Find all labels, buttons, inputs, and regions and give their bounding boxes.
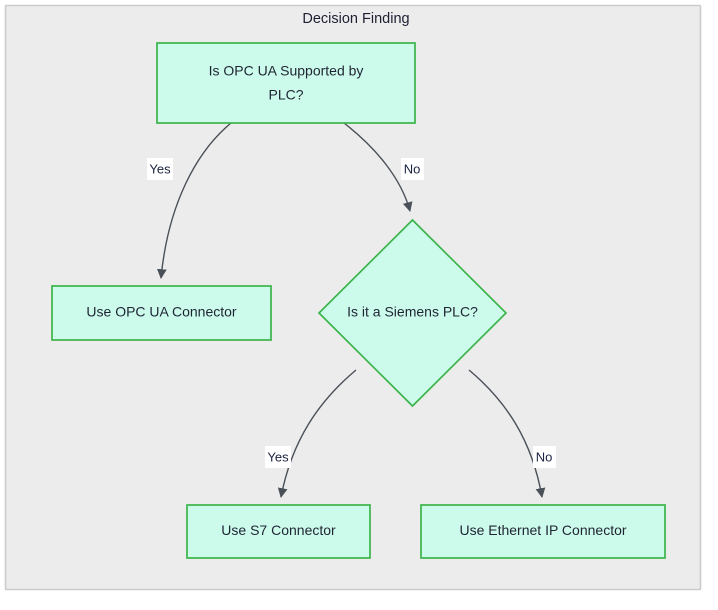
edge-label-bg-no-siemens [401, 158, 424, 180]
edge-label-no-siemens: No [404, 161, 421, 176]
edge-path-no-ethernetip [468, 369, 546, 498]
edge-label-bg-yes-s7 [265, 446, 291, 468]
edge-yes-s7: Yes [265, 369, 357, 498]
node-use-ethernet-ip-connector[interactable]: Use Ethernet IP Connector [420, 504, 666, 559]
edge-label-yes-opcua: Yes [149, 161, 171, 176]
edge-yes-opcua: Yes [147, 122, 232, 279]
node-label-opcua-question-line2: PLC? [268, 87, 303, 103]
node-rect-use-ethernetip[interactable] [420, 504, 666, 559]
node-rect-use-s7[interactable] [186, 504, 371, 559]
edge-label-yes-s7: Yes [267, 449, 289, 464]
node-rect-opcua-question[interactable] [156, 42, 416, 124]
node-is-opc-ua-supported-by-plc[interactable]: Is OPC UA Supported by PLC? [156, 42, 416, 124]
node-label-use-ethernetip: Use Ethernet IP Connector [459, 522, 626, 538]
node-label-use-opcua: Use OPC UA Connector [86, 304, 237, 320]
cluster-title: Decision Finding [302, 11, 409, 27]
edge-no-ethernetip: No [468, 369, 556, 498]
edge-label-bg-no-ethernetip [533, 446, 556, 468]
edge-path-no-siemens [343, 122, 413, 212]
node-label-siemens-question: Is it a Siemens PLC? [347, 304, 478, 320]
node-label-opcua-question-line1: Is OPC UA Supported by [209, 63, 364, 79]
edge-path-yes-opcua [156, 122, 232, 279]
node-use-opc-ua-connector[interactable]: Use OPC UA Connector [51, 285, 272, 341]
edge-path-yes-s7 [277, 369, 357, 498]
node-label-use-s7: Use S7 Connector [221, 522, 336, 538]
edge-label-no-ethernetip: No [536, 449, 553, 464]
node-diamond-siemens-question[interactable] [317, 218, 508, 408]
edge-label-bg-yes-opcua [147, 158, 173, 180]
node-is-it-a-siemens-plc[interactable]: Is it a Siemens PLC? [317, 218, 508, 408]
node-rect-use-opcua[interactable] [51, 285, 272, 341]
node-use-s7-connector[interactable]: Use S7 Connector [186, 504, 371, 559]
edge-no-siemens: No [343, 122, 424, 212]
